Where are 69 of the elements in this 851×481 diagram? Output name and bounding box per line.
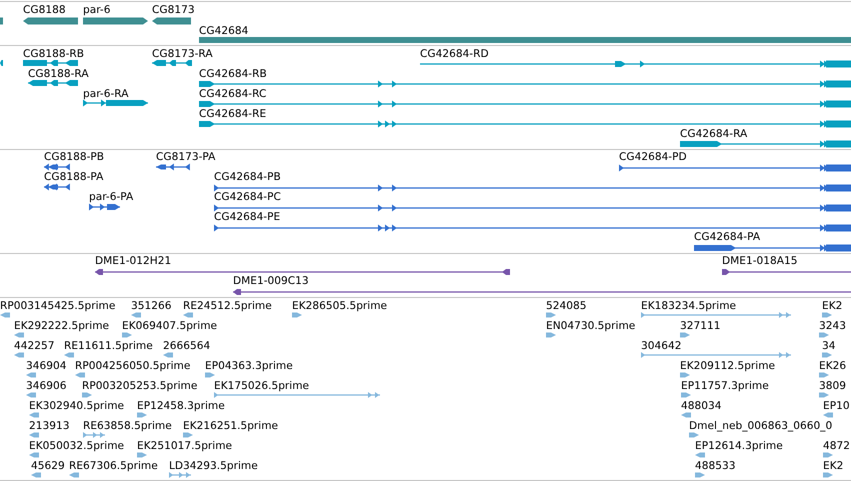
est-label: RE24512.5prime — [183, 300, 272, 312]
est-label: EK216251.5prime — [183, 420, 278, 432]
est-label: 327111 — [680, 320, 720, 332]
est-label: EK251017.5prime — [137, 440, 232, 452]
est-label: 346904 — [26, 360, 66, 372]
est-label: EK286505.5prime — [292, 300, 388, 312]
est-label: RE67306.5prime — [69, 460, 158, 472]
est-label: 4872 — [823, 440, 850, 452]
est-label: 488034 — [681, 400, 722, 412]
est-label: EK175026.5prime — [214, 380, 310, 392]
est-label: EK2 — [823, 460, 844, 472]
est-label: 3809 — [819, 380, 846, 392]
transcript-label: CG8188-RA — [28, 68, 89, 80]
gene-label: CG8173 — [152, 4, 195, 16]
est-label: 3243 — [819, 320, 846, 332]
est-label: EP11757.3prime — [681, 380, 769, 392]
protein-label: CG42684-PE — [214, 211, 280, 223]
protein-label: CG8188-PB — [44, 151, 104, 163]
est-label: RE11611.5prime — [64, 340, 153, 352]
transcript-label: CG42684-RB — [199, 68, 267, 80]
gene-label: par-6 — [83, 4, 110, 16]
protein-label: CG42684-PB — [214, 171, 281, 183]
est-label: 524085 — [546, 300, 586, 312]
est-label: EK209112.5prime — [680, 360, 776, 372]
est-label: RP004256050.5prime — [75, 360, 190, 372]
est-label: EK302940.5prime — [29, 400, 124, 412]
est-label: EP12458.3prime — [137, 400, 225, 412]
est-label: 488533 — [695, 460, 736, 472]
protein-label: CG8188-PA — [44, 171, 104, 183]
protein-label: par-6-PA — [89, 191, 134, 203]
est-label: EK069407.5prime — [122, 320, 218, 332]
est-label: 2666564 — [163, 340, 210, 352]
est-label: EK2 — [822, 300, 842, 312]
est-label: EN04730.5prime — [546, 320, 636, 332]
est-label: EK183234.5prime — [641, 300, 736, 312]
est-label: RP003205253.5prime — [82, 380, 198, 392]
clone-label: DME1-009C13 — [233, 275, 309, 287]
transcript-label: CG42684-RD — [420, 48, 489, 60]
transcript-label: CG42684-RA — [680, 128, 748, 140]
transcript-label: CG8173-RA — [152, 48, 213, 60]
est-label: 442257 — [14, 340, 54, 352]
est-label: 213913 — [29, 420, 70, 432]
est-label: 34 — [822, 340, 836, 352]
est-label: LD34293.5prime — [169, 460, 258, 472]
transcript-label: par-6-RA — [83, 88, 128, 100]
protein-label: CG42684-PA — [694, 231, 760, 243]
est-label: EK292222.5prime — [14, 320, 110, 332]
est-label: EK050032.5prime — [29, 440, 124, 452]
est-label: EP10 — [823, 400, 850, 412]
est-label: 351266 — [131, 300, 172, 312]
transcript-label: CG42684-RC — [199, 88, 266, 100]
est-label: EK26 — [819, 360, 846, 372]
est-label: EP12614.3prime — [695, 440, 783, 452]
protein-label: CG8173-PA — [156, 151, 216, 163]
est-label: RE63858.5prime — [83, 420, 172, 432]
clone-label: DME1-018A15 — [722, 255, 798, 267]
est-label: RP003145425.5prime — [0, 300, 116, 312]
transcript-label: CG42684-RE — [199, 108, 266, 120]
est-label: Dmel_neb_006863_0660_0 — [689, 420, 832, 432]
protein-label: CG42684-PD — [619, 151, 687, 163]
protein-label: CG42684-PC — [214, 191, 281, 203]
gene-label: CG42684 — [199, 25, 248, 37]
gene-label: CG8188 — [23, 4, 66, 16]
est-label: 45629 — [31, 460, 65, 472]
est-label: 304642 — [641, 340, 682, 352]
est-label: 346906 — [26, 380, 66, 392]
clone-label: DME1-012H21 — [95, 255, 172, 267]
transcript-label: CG8188-RB — [23, 48, 84, 60]
est-label: EP04363.3prime — [205, 360, 293, 372]
